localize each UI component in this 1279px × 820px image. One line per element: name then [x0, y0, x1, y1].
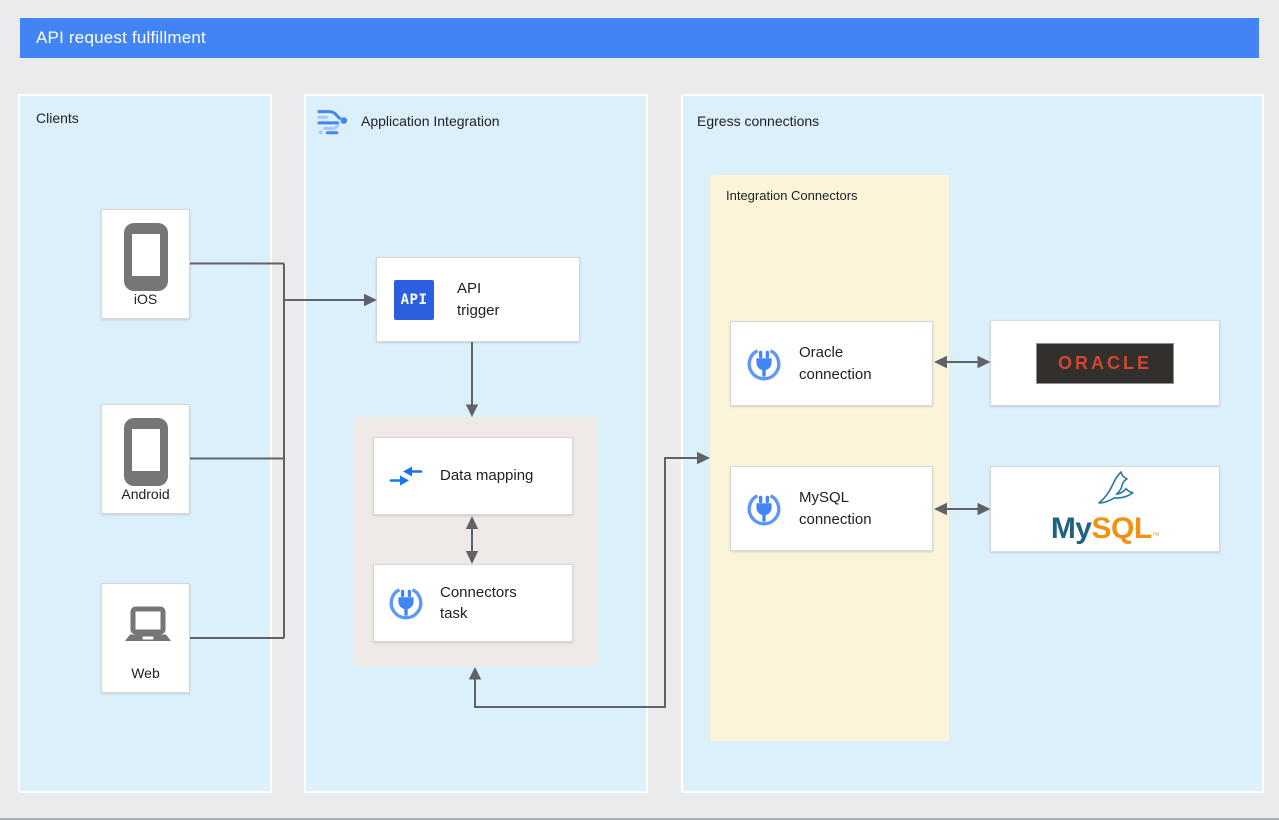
mysql-logo: MySQL™ [1020, 471, 1190, 546]
smartphone-icon [123, 223, 168, 291]
node-connectors-task: Connectors task [373, 564, 573, 642]
api-trigger-label: API trigger [457, 280, 500, 319]
node-web: Web [101, 583, 190, 693]
node-mysql-connection: MySQL connection [730, 466, 933, 551]
oracle-wordmark: ORACLE [1058, 352, 1152, 373]
panel-clients: Clients iOS Android Web [20, 96, 270, 791]
node-oracle-connection: Oracle connection [730, 321, 933, 406]
node-android: Android [101, 404, 190, 514]
mysql-wordmark: MySQL™ [1050, 512, 1160, 545]
oracle-connection-label: Oracle connection [799, 344, 872, 383]
node-data-mapping: Data mapping [373, 437, 573, 515]
oracle-logo: ORACLE [1036, 342, 1174, 384]
api-trigger-icon: API [394, 279, 434, 320]
node-mysql-system: MySQL™ [990, 466, 1220, 552]
smartphone-icon [123, 418, 168, 486]
data-mapping-icon [389, 466, 423, 486]
mysql-connection-label: MySQL connection [799, 489, 872, 528]
diagram-title: API request fulfillment [36, 28, 206, 47]
integration-connectors-group: Integration Connectors Oracle connection [710, 175, 949, 741]
application-integration-icon [317, 110, 348, 135]
node-oracle-system: ORACLE [990, 320, 1220, 406]
panel-egress-connections: Egress connections Integration Connector… [683, 96, 1262, 791]
window-bottom-edge [0, 818, 1279, 820]
node-ios: iOS [101, 209, 190, 319]
panel-application-integration: Application Integration API API trigger [306, 96, 646, 791]
connector-plug-icon [747, 493, 781, 525]
application-integration-panel-title: Application Integration [361, 113, 500, 129]
ios-label: iOS [133, 291, 158, 307]
node-api-trigger: API API trigger [376, 257, 580, 342]
data-mapping-label: Data mapping [440, 467, 534, 485]
laptop-icon [124, 606, 171, 641]
connector-plug-icon [747, 348, 781, 380]
trademark-symbol: ™ [1151, 531, 1160, 540]
connector-plug-icon [389, 588, 423, 620]
android-label: Android [121, 486, 170, 502]
integration-connectors-title: Integration Connectors [726, 188, 858, 203]
process-group: Data mapping Connectors task [353, 417, 598, 666]
web-label: Web [131, 665, 160, 681]
connectors-task-label: Connectors task [440, 583, 517, 622]
egress-panel-title: Egress connections [697, 113, 820, 129]
diagram-title-bar: API request fulfillment [20, 18, 1259, 58]
clients-panel-title: Clients [36, 110, 79, 126]
mysql-dolphin-icon [1098, 471, 1134, 504]
